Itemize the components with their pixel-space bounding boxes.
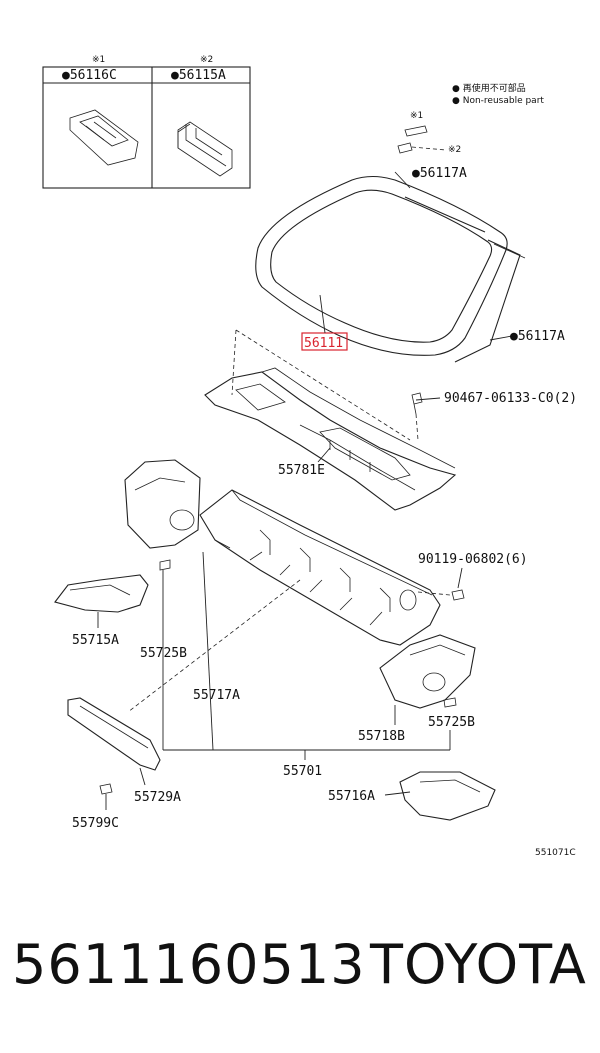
label-55799C: 55799C (72, 816, 119, 831)
clip-55799C (99, 783, 113, 795)
label-55725B-right: 55725B (428, 715, 475, 730)
label-55716A: 55716A (328, 789, 375, 804)
bracket-55729A (67, 697, 161, 771)
brand-name: TOYOTA (370, 933, 587, 996)
label-55715A: 55715A (72, 633, 119, 648)
label-56117A-right: ●56117A (510, 329, 565, 344)
label-90467: 90467-06133-C0(2) (444, 391, 577, 406)
label-55718B: 55718B (358, 729, 405, 744)
inset-label-56115A: ●56115A (171, 68, 226, 83)
cowl-panel-55701 (199, 489, 441, 646)
part-number: 5611160513 (12, 933, 366, 996)
label-55717A: 55717A (193, 688, 240, 703)
label-56111: 56111 (304, 336, 343, 351)
label-55725B-left: 55725B (140, 646, 187, 661)
mark-2: ※2 (448, 145, 461, 155)
clip-90467 (411, 392, 423, 415)
highlight-box (301, 332, 348, 351)
label-56117A-top: ●56117A (412, 166, 467, 181)
label-56111-group: 56111 (301, 294, 348, 351)
cowl-louver-55781E (204, 367, 457, 511)
bolt-90119 (451, 589, 465, 601)
label-55701: 55701 (283, 764, 322, 779)
bracket-55718B (379, 634, 476, 709)
clip-56116C-drawing (69, 109, 139, 166)
clip-56115A-drawing (177, 121, 233, 177)
legend-line-2: ● Non-reusable part (452, 96, 544, 106)
inset-mark-1: ※1 (92, 55, 105, 65)
inset-mark-2: ※2 (200, 55, 213, 65)
clip-55725B-right (443, 697, 457, 708)
bracket-55716A (399, 771, 496, 821)
label-90119: 90119-06802(6) (418, 552, 528, 567)
clip-55725B-left (159, 559, 171, 571)
mark-1: ※1 (410, 111, 423, 121)
inset-box: ※1 ※2 ●56116C ●56115A (42, 55, 251, 189)
clip-1-symbol (404, 125, 428, 137)
windshield-glass (255, 175, 526, 363)
inset-label-56116C: ●56116C (62, 68, 117, 83)
clip-2-symbol (397, 142, 413, 154)
figure-code: 551071C (535, 848, 576, 858)
label-55781E: 55781E (278, 463, 325, 478)
legend-line-1: ● 再使用不可部品 (452, 82, 526, 94)
bracket-upper-left (124, 459, 201, 549)
legend: ● 再使用不可部品 ● Non-reusable part (452, 82, 544, 106)
parts-diagram: ※1 ※2 ●56116C ●56115A ● 再使用不可部品 ● Non-re… (42, 55, 577, 858)
label-55729A: 55729A (134, 790, 181, 805)
bracket-55715A (54, 574, 149, 613)
